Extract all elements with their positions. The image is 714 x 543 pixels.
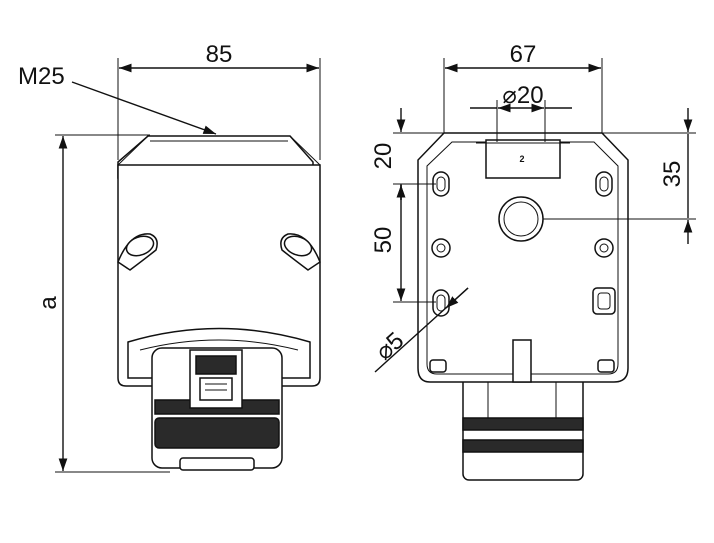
dim-67-label: 67 bbox=[510, 41, 537, 68]
back-view: 2 67 bbox=[370, 41, 696, 481]
dim-50-label: 50 bbox=[370, 227, 397, 254]
top-block bbox=[485, 139, 561, 179]
back-band-2 bbox=[462, 439, 584, 453]
socket-base bbox=[154, 417, 280, 449]
latch-window bbox=[199, 377, 233, 401]
m25-leader bbox=[71, 81, 217, 135]
main-body bbox=[117, 164, 321, 387]
dim-d20-label: ⌀20 bbox=[502, 82, 543, 109]
m25-label: M25 bbox=[18, 63, 65, 90]
latch-grip bbox=[195, 355, 237, 375]
cable-entry-hole bbox=[498, 196, 544, 242]
dim-35-label: 35 bbox=[659, 161, 686, 188]
front-view: 85 M25 a bbox=[18, 41, 321, 473]
mount-slots-right bbox=[592, 171, 616, 373]
back-plate bbox=[417, 132, 629, 383]
back-band-1 bbox=[462, 417, 584, 431]
dim-20-label: 20 bbox=[370, 143, 397, 170]
dim-a-label: a bbox=[35, 296, 62, 310]
bottom-tab bbox=[512, 339, 532, 383]
dim-85-label: 85 bbox=[206, 41, 233, 68]
part-mark: 2 bbox=[519, 154, 524, 164]
socket-key bbox=[179, 457, 255, 471]
dim-d5-label: ⌀5 bbox=[371, 327, 410, 366]
